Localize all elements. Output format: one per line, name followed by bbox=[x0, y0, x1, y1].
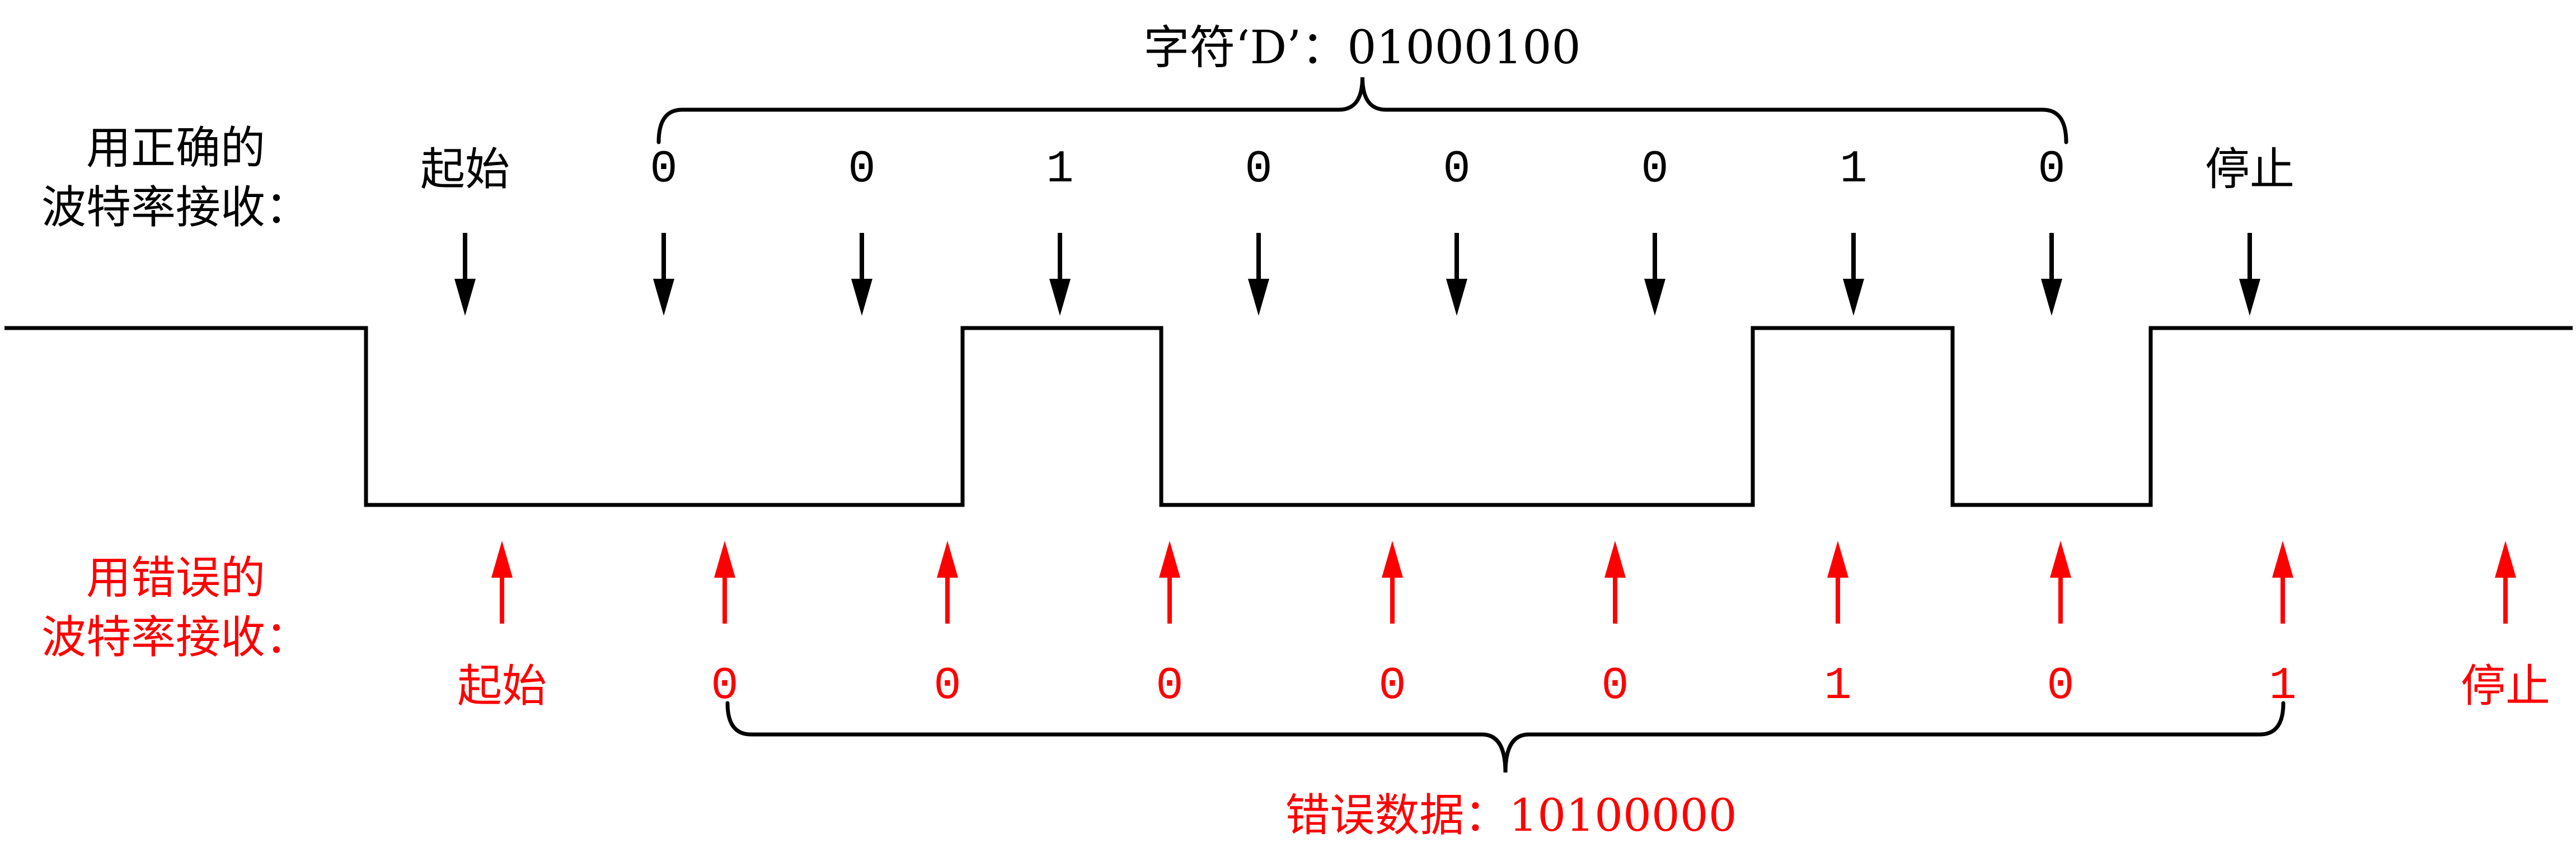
up-arrow-icon bbox=[2272, 541, 2293, 624]
up-arrow-icon bbox=[491, 541, 513, 624]
bit-label: 1 bbox=[1046, 143, 1074, 195]
bit-label: 停止 bbox=[2205, 143, 2295, 195]
down-arrow-icon bbox=[1248, 233, 1269, 316]
bit-label: 1 bbox=[2269, 660, 2297, 712]
bit-label: 起始 bbox=[457, 660, 547, 712]
bit-label: 起始 bbox=[420, 143, 510, 195]
character-bits-title: 字符‘D’：01000100 bbox=[1143, 21, 1581, 74]
bit-label: 0 bbox=[1601, 660, 1629, 712]
correct-receiver-label: 用正确的 波特率接收： bbox=[25, 119, 327, 238]
up-arrow-icon bbox=[1827, 541, 1848, 624]
bit-label: 0 bbox=[1378, 660, 1406, 712]
correct-receiver-label-line2: 波特率接收： bbox=[41, 181, 310, 234]
bit-label: 0 bbox=[650, 143, 678, 195]
down-arrow-icon bbox=[2239, 233, 2260, 316]
wrong-receiver-label-line1: 用错误的 bbox=[86, 552, 265, 604]
bit-label: 0 bbox=[1245, 143, 1273, 195]
bit-label: 0 bbox=[933, 660, 961, 712]
bit-label: 0 bbox=[711, 660, 739, 712]
down-arrow-icon bbox=[653, 233, 674, 316]
up-arrow-icon bbox=[714, 541, 735, 624]
bit-label: 0 bbox=[1641, 143, 1669, 195]
bit-label: 0 bbox=[1443, 143, 1471, 195]
wrong-receiver-label: 用错误的 波特率接收： bbox=[25, 549, 327, 668]
down-arrow-icon bbox=[851, 233, 872, 316]
serial-waveform bbox=[4, 326, 2573, 507]
bit-label: 1 bbox=[1840, 143, 1868, 195]
up-arrow-icon bbox=[1159, 541, 1180, 624]
bit-label: 0 bbox=[1156, 660, 1184, 712]
up-arrow-icon bbox=[1604, 541, 1626, 624]
down-arrow-icon bbox=[1049, 233, 1071, 316]
bit-label: 0 bbox=[2047, 660, 2075, 712]
down-arrow-icon bbox=[1644, 233, 1665, 316]
correct-receiver-label-line1: 用正确的 bbox=[86, 122, 265, 174]
bit-label: 停止 bbox=[2461, 660, 2550, 712]
bottom-brace bbox=[725, 701, 2286, 773]
down-arrow-icon bbox=[454, 233, 476, 316]
down-arrow-icon bbox=[1446, 233, 1467, 316]
down-arrow-icon bbox=[2041, 233, 2062, 316]
up-arrow-icon bbox=[937, 541, 958, 624]
wrong-data-result-label: 错误数据：10100000 bbox=[1285, 789, 1737, 841]
down-arrow-icon bbox=[1843, 233, 1864, 316]
up-arrow-icon bbox=[2050, 541, 2071, 624]
wrong-receiver-label-line2: 波特率接收： bbox=[41, 611, 310, 664]
up-arrow-icon bbox=[1382, 541, 1403, 624]
top-brace bbox=[656, 77, 2068, 144]
bit-label: 1 bbox=[1824, 660, 1852, 712]
bit-label: 0 bbox=[848, 143, 876, 195]
up-arrow-icon bbox=[2495, 541, 2516, 624]
bit-label: 0 bbox=[2038, 143, 2066, 195]
